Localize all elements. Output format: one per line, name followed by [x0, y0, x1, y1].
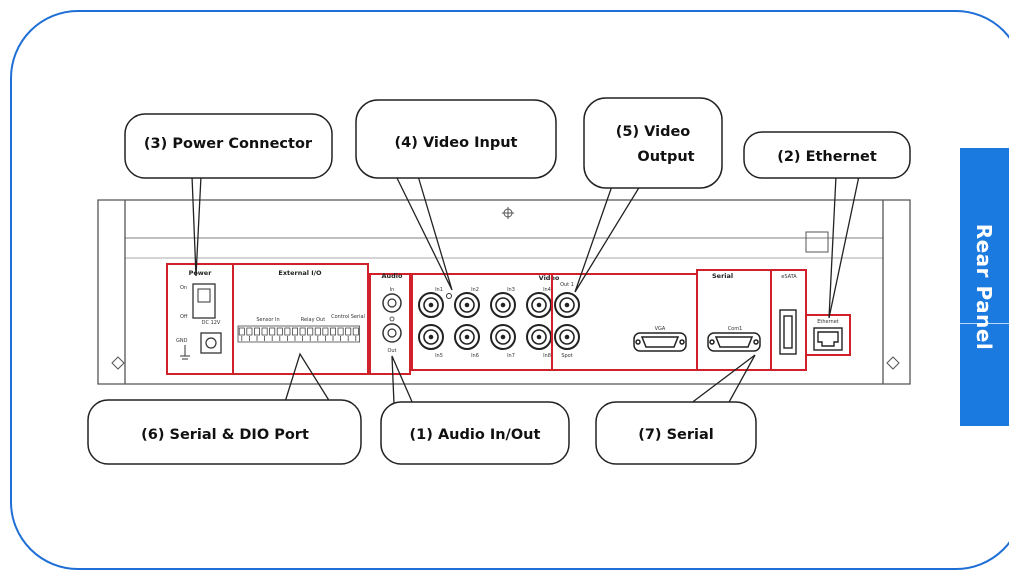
callout-serial-dio: (6) Serial & DIO Port [87, 399, 362, 465]
spot-label: Spot [561, 353, 572, 359]
callout-audio: (1) Audio In/Out [380, 401, 570, 465]
callout-ethernet: (2) Ethernet [743, 131, 911, 179]
bnc-input-label: In1 [435, 287, 443, 293]
svg-text:(3) Power Connector: (3) Power Connector [144, 136, 313, 152]
vga-port[interactable] [633, 332, 687, 352]
tab-divider [960, 323, 1009, 324]
dc-label: DC 12V [202, 320, 221, 326]
panel-cutout [805, 231, 829, 253]
video-out1-label: Out 1 [560, 282, 574, 288]
bnc-input-6[interactable]: In6 [454, 324, 480, 359]
rear-panel-tab-label: Rear Panel [972, 223, 996, 351]
video-output-section: Out 1 Spot VGA [551, 273, 698, 371]
callout-power: (3) Power Connector [124, 113, 333, 179]
rear-panel-tab[interactable]: Rear Panel [960, 148, 1009, 426]
bnc-input-label: In6 [471, 353, 479, 359]
relay-out-label: Relay Out [301, 317, 325, 323]
vga-label: VGA [655, 326, 666, 332]
audio-in-jack[interactable] [382, 293, 402, 313]
chassis [97, 199, 911, 385]
bnc-input-5[interactable]: In5 [418, 324, 444, 359]
sensor-in-label: Sensor In [256, 317, 279, 323]
bnc-input-1[interactable]: In1 [418, 287, 444, 318]
callout-leaders [191, 175, 860, 405]
control-serial-label: Control Serial [331, 314, 365, 320]
esata-label: eSATA [781, 274, 797, 280]
bnc-input-label: In8 [543, 353, 551, 359]
audio-section: Audio In Out [369, 272, 411, 375]
chassis-screw-icons [111, 207, 900, 370]
bnc-input-label: In3 [507, 287, 515, 293]
callout-video-input: (4) Video Input [355, 99, 557, 179]
bnc-input-label: In5 [435, 353, 443, 359]
ethernet-label: Ethernet [817, 319, 839, 325]
power-on-label: On [180, 285, 187, 291]
svg-text:(5) Video: (5) Video [616, 124, 691, 140]
rear-panel-diagram: Power On Off GND DC 12V External I/O Sen… [87, 97, 911, 465]
video-section-label: Video [539, 274, 560, 282]
bnc-input-label: In7 [507, 353, 515, 359]
audio-out-jack[interactable] [382, 323, 402, 343]
power-section-label: Power [189, 269, 213, 277]
power-off-label: Off [180, 314, 188, 320]
serial-section: Serial Com1 [696, 269, 772, 371]
ethernet-port[interactable] [813, 327, 843, 351]
com1-port[interactable] [707, 332, 761, 352]
spot-out-bnc[interactable] [554, 324, 580, 350]
bnc-input-3[interactable]: In3 [490, 287, 516, 318]
callout-video-output: (5) Video Output [583, 97, 723, 189]
svg-text:(1) Audio In/Out: (1) Audio In/Out [410, 427, 541, 443]
external-io-section: External I/O Sensor In Relay Out Control… [232, 263, 369, 375]
terminal-block[interactable] [237, 325, 360, 343]
com1-label: Com1 [728, 326, 743, 332]
svg-text:(4) Video Input: (4) Video Input [395, 135, 518, 151]
bnc-input-4[interactable]: In4 [526, 287, 552, 318]
svg-text:(6) Serial & DIO Port: (6) Serial & DIO Port [141, 427, 309, 443]
bnc-input-7[interactable]: In7 [490, 324, 516, 359]
esata-port[interactable] [779, 309, 797, 355]
bnc-input-label: In4 [543, 287, 551, 293]
ethernet-section: Ethernet [805, 314, 851, 356]
dc-jack[interactable] [200, 332, 222, 354]
audio-in-label: In [390, 287, 395, 293]
bnc-input-8[interactable]: In8 [526, 324, 552, 359]
power-section: Power On Off GND DC 12V [166, 263, 234, 375]
audio-out-label: Out [387, 348, 396, 354]
esata-section: eSATA [770, 269, 807, 371]
bnc-input-label: In2 [471, 287, 479, 293]
power-gnd-label: GND [176, 338, 188, 344]
audio-section-label: Audio [381, 272, 403, 280]
video-out-bnc[interactable] [554, 292, 580, 318]
callout-serial: (7) Serial [595, 401, 757, 465]
serial-section-label: Serial [712, 272, 733, 280]
svg-text:(2) Ethernet: (2) Ethernet [777, 149, 877, 165]
external-io-label: External I/O [278, 269, 322, 277]
svg-text:Output: Output [637, 149, 694, 165]
bnc-input-2[interactable]: In2 [454, 287, 480, 318]
ground-icon [180, 345, 190, 360]
svg-text:(7) Serial: (7) Serial [638, 427, 714, 443]
led-indicator [446, 293, 452, 299]
